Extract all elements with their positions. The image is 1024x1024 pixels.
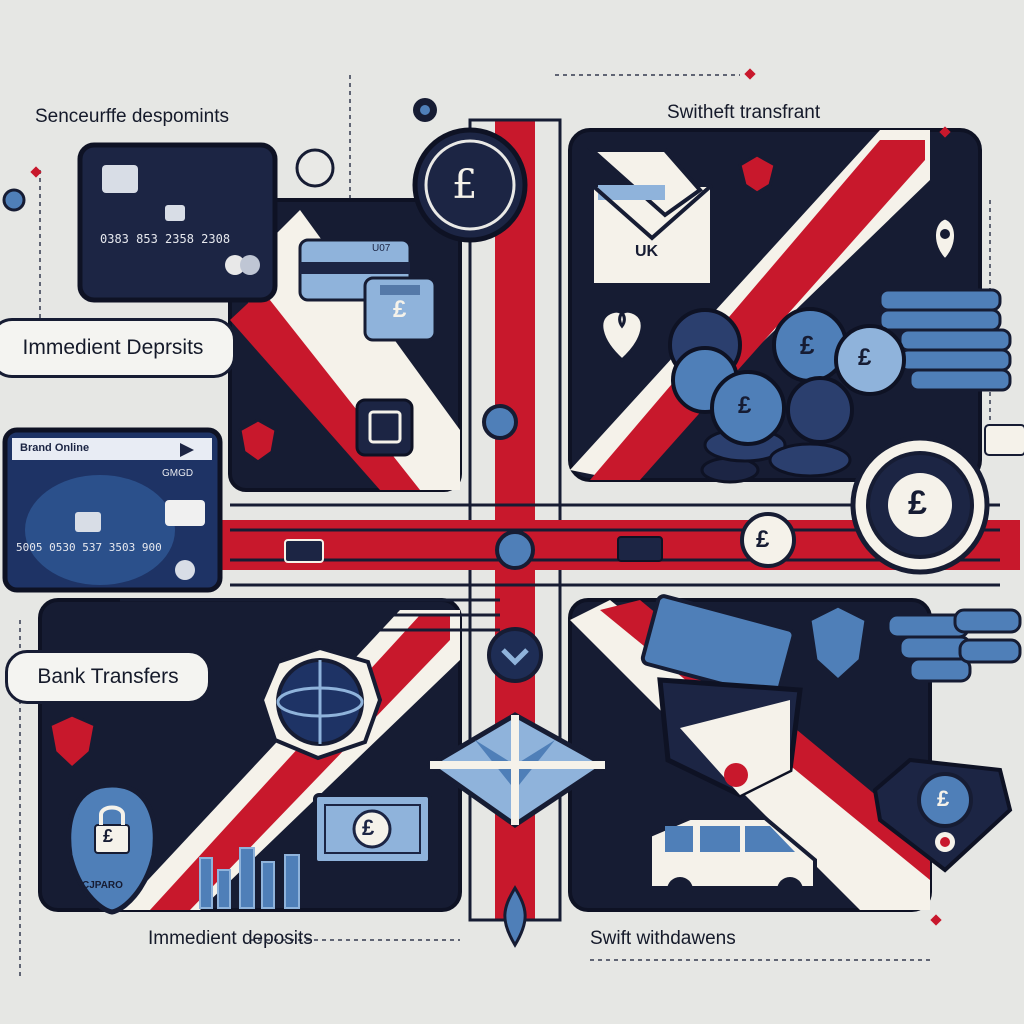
dot-icon	[2, 188, 26, 212]
banknote-icon	[313, 793, 432, 865]
pound-symbol-lock: £	[103, 826, 114, 846]
pound-symbol-coin-2: £	[858, 344, 872, 371]
small-card-text: U07	[372, 243, 391, 254]
pound-card-icon	[363, 276, 437, 342]
card-number-mid: 5005 0530 537 3503 900	[16, 541, 162, 554]
center-node-icon	[495, 530, 535, 570]
mini-bars-icon	[199, 847, 300, 909]
coin-pile	[668, 307, 906, 484]
label-secure-deposits: Senceurffe despomints	[35, 106, 229, 127]
road-tag-icon-2	[617, 536, 663, 562]
drop-icon	[503, 885, 527, 948]
pound-coin-large-icon	[850, 435, 990, 575]
card-number: 0383 853 2358 2308	[100, 232, 231, 246]
pound-symbol-card: £	[393, 296, 407, 323]
tag-icon	[984, 424, 1024, 456]
pound-symbol-small: £	[756, 526, 770, 553]
shield-icon-mid	[238, 418, 278, 464]
credit-card-top	[77, 142, 278, 303]
card-brand: GMGD	[162, 468, 194, 479]
uk-flag-icon	[425, 712, 610, 829]
pound-symbol-coin-3: £	[738, 392, 752, 419]
pound-symbol: £	[452, 162, 478, 208]
credit-card-mid	[2, 427, 223, 593]
globe-icon	[259, 645, 383, 761]
ring-icon	[295, 148, 335, 188]
shield-icon-bottom	[48, 713, 97, 771]
envelope-icon	[586, 148, 714, 287]
cash-pouch-icon	[640, 594, 803, 798]
envelope-text: UK	[635, 243, 659, 260]
label-swift-withdrawals: Swift withdawens	[590, 928, 736, 949]
shield-icon-blue	[808, 604, 868, 683]
road-tag-icon	[284, 539, 324, 563]
label-swift-transfer: Switheft transfrant	[667, 102, 821, 123]
pound-coin-icon	[412, 127, 528, 243]
coin-stack-bottom-right	[886, 608, 1022, 683]
pound-symbol-coin: £	[800, 330, 815, 360]
node-icon	[482, 404, 518, 440]
label-immediate-deposits: Immedient deposits	[148, 928, 313, 949]
card-title: Brand Online	[20, 442, 90, 454]
chevron-down-icon	[487, 627, 543, 683]
pill-immediate-deposits: Immedient Deprsits	[0, 318, 236, 378]
pill-bank-transfers: Bank Transfers	[5, 650, 211, 704]
van-icon	[648, 816, 817, 903]
pound-coin-small-icon	[740, 512, 796, 568]
lock-icon	[66, 782, 158, 915]
shield-icon	[738, 153, 777, 195]
heart-icon	[600, 309, 644, 363]
coin-stack-right	[878, 288, 1012, 392]
pound-pad-icon	[355, 398, 414, 457]
pound-symbol-large: £	[908, 484, 927, 522]
pound-symbol-note: £	[362, 815, 375, 840]
lock-badge-text: CJPARO	[82, 880, 123, 891]
wallet-icon	[872, 757, 1013, 873]
pound-symbol-wallet: £	[937, 786, 950, 811]
